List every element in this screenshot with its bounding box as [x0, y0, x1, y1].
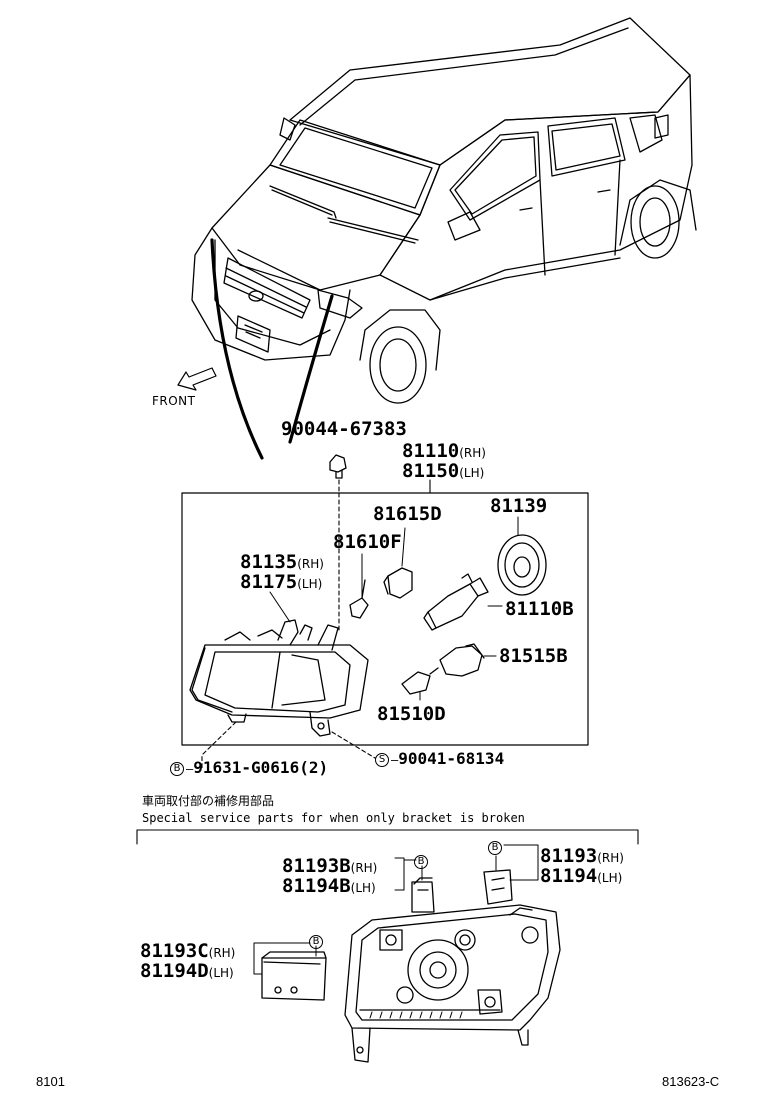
part-number-81175-lh[interactable]: 81175(LH) — [240, 573, 322, 592]
part-number-81615d[interactable]: 81615D — [373, 503, 442, 525]
dash: — — [186, 762, 194, 776]
note-english: Special service parts for when only brac… — [142, 811, 525, 825]
part-number-81110-rh[interactable]: 81110(RH) — [402, 442, 486, 461]
part-number-81194d-lh[interactable]: 81194D(LH) — [140, 960, 234, 982]
part-number-81110: 81110 — [402, 440, 460, 462]
diagram-id-right: 813623-C — [662, 1074, 720, 1089]
socket-81515b — [439, 643, 485, 677]
part-number-81193-rh[interactable]: 81193(RH) — [540, 845, 624, 867]
part-number-81515b[interactable]: 81515B — [499, 645, 568, 667]
part-number-90041-68134[interactable]: S—90041-68134 — [375, 751, 504, 767]
part-number-81110b[interactable]: 81110B — [505, 598, 574, 620]
bracket-81193c — [261, 951, 327, 1001]
bulb-81610f — [349, 579, 369, 619]
headlamp-unit — [189, 619, 369, 737]
front-label: FRONT — [152, 394, 196, 408]
lh-suffix: (LH) — [459, 466, 485, 480]
part-number-81135: 81135 — [240, 551, 298, 573]
vehicle-illustration — [191, 17, 697, 460]
socket-81615d — [383, 567, 413, 599]
lh-suffix: (LH) — [297, 577, 323, 591]
page-number-left: 8101 — [36, 1074, 65, 1089]
headlamp-assembly-box — [181, 492, 589, 746]
s-marker-icon: S — [375, 752, 389, 767]
part-number-91631-g0616[interactable]: B—91631-G0616(2) — [170, 760, 328, 776]
part-number-81610f[interactable]: 81610F — [333, 531, 402, 553]
dash: — — [391, 753, 399, 767]
part-number-81194-lh[interactable]: 81194(LH) — [540, 865, 623, 887]
headlamp-rear-view — [344, 904, 561, 1063]
part-number-81150: 81150 — [402, 460, 460, 482]
part-number-81135-rh[interactable]: 81135(RH) — [240, 553, 324, 572]
part-number-90044-67383[interactable]: 90044-67383 — [281, 418, 407, 440]
bulb-81110b — [423, 573, 489, 631]
special-service-bracket-line — [136, 829, 639, 845]
rh-suffix: (RH) — [297, 557, 324, 571]
b-marker-icon: B — [488, 839, 504, 855]
clip-90044 — [329, 454, 347, 479]
part-number-81193b-rh[interactable]: 81193B(RH) — [282, 855, 378, 877]
part-number-81139[interactable]: 81139 — [490, 495, 548, 517]
cap-81139 — [497, 534, 547, 596]
bulb-81510d — [401, 667, 439, 695]
part-number-81194b-lh[interactable]: 81194B(LH) — [282, 875, 376, 897]
bracket-81193b — [411, 877, 435, 913]
b-marker-icon: B — [309, 933, 325, 949]
part-number-81150-lh[interactable]: 81150(LH) — [402, 462, 484, 481]
part-number-81510d[interactable]: 81510D — [377, 703, 446, 725]
front-arrow-icon — [177, 367, 217, 391]
rh-suffix: (RH) — [459, 446, 486, 460]
note-japanese: 車両取付部の補修用部品 — [142, 794, 275, 808]
b-marker-icon: B — [170, 761, 184, 776]
b-marker-icon: B — [414, 853, 430, 869]
part-number-81193c-rh[interactable]: 81193C(RH) — [140, 940, 236, 962]
part-number-81175: 81175 — [240, 571, 298, 593]
bracket-81193 — [483, 869, 513, 905]
